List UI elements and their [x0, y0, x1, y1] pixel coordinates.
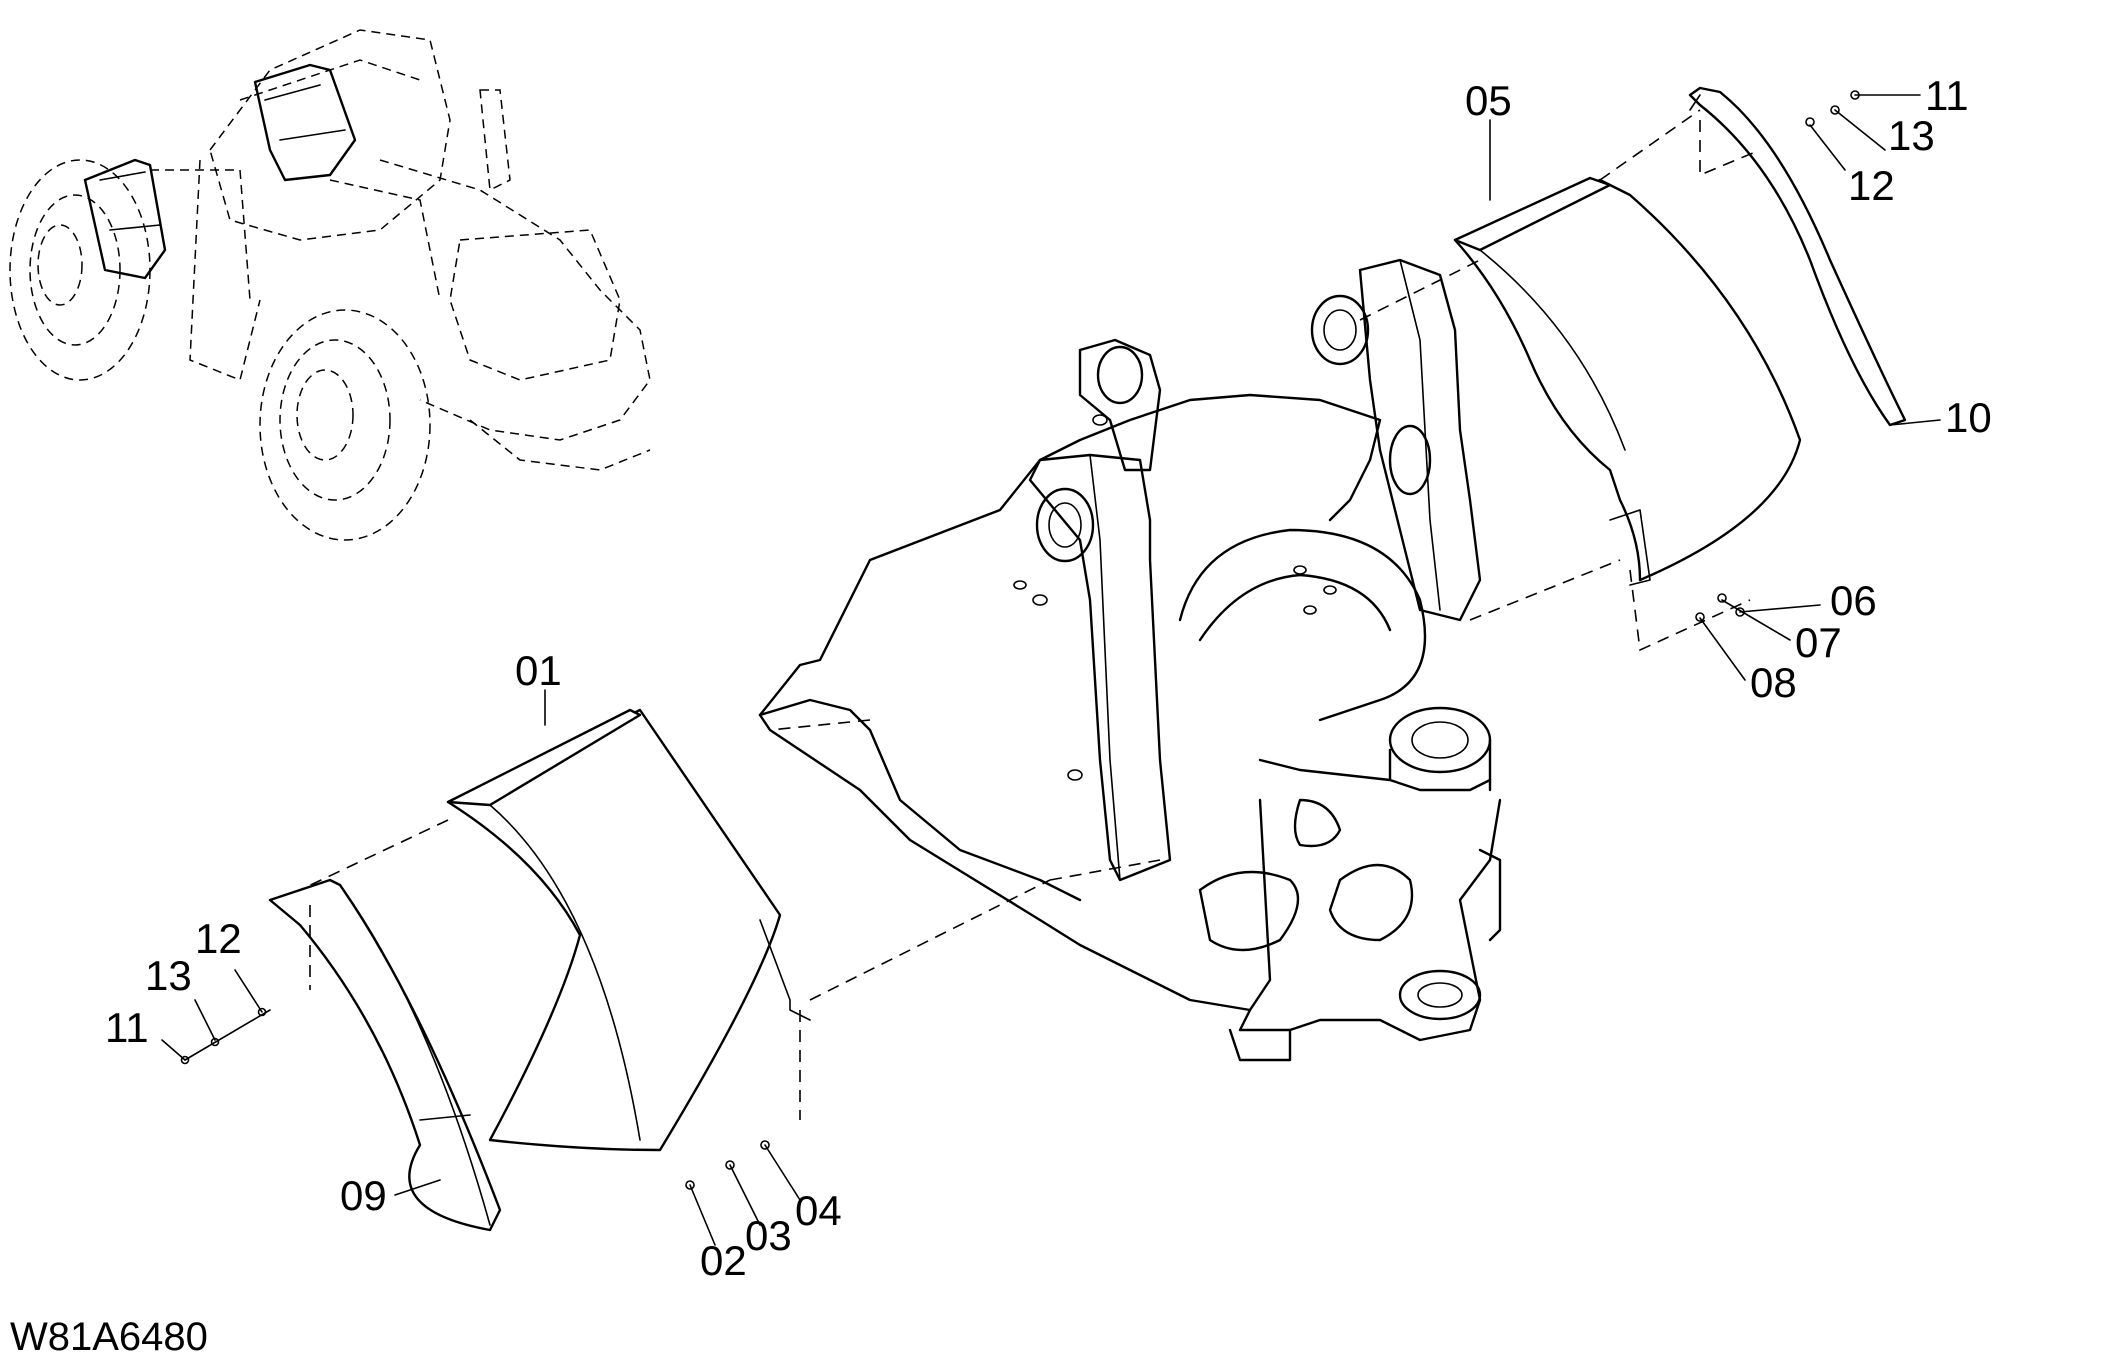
leader-lines [161, 94, 1941, 1246]
hardware [180, 90, 1860, 1190]
callout-02: 02 [700, 1237, 747, 1284]
callout-11-rear: 11 [1925, 72, 1969, 119]
callout-06: 06 [1830, 577, 1877, 624]
callout-12-rear: 12 [1848, 162, 1895, 209]
callout-03: 03 [745, 1212, 792, 1259]
callout-labels: 01 02 03 04 05 06 07 08 09 10 11 12 13 1… [105, 72, 1992, 1284]
callout-11-front: 11 [105, 1004, 149, 1051]
callout-10: 10 [1945, 394, 1992, 441]
callout-08: 08 [1750, 659, 1797, 706]
callout-12-front: 12 [195, 915, 242, 962]
front-frame [758, 258, 1502, 1062]
fender-edge-09 [268, 878, 502, 1232]
fender-panel-01 [446, 708, 811, 1152]
fender-edge-10 [1688, 86, 1907, 427]
callout-04: 04 [795, 1187, 842, 1234]
drawing-id: W81A6480 [10, 1315, 208, 1359]
callout-01: 01 [515, 647, 562, 694]
callout-13-front: 13 [145, 952, 192, 999]
assembly-lines [299, 109, 1761, 1120]
fender-panel-05 [1453, 176, 1802, 586]
callout-07: 07 [1795, 619, 1842, 666]
machine-overview [9, 29, 651, 541]
callout-13-rear: 13 [1888, 112, 1935, 159]
callout-09: 09 [340, 1172, 387, 1219]
callout-05: 05 [1465, 77, 1512, 124]
